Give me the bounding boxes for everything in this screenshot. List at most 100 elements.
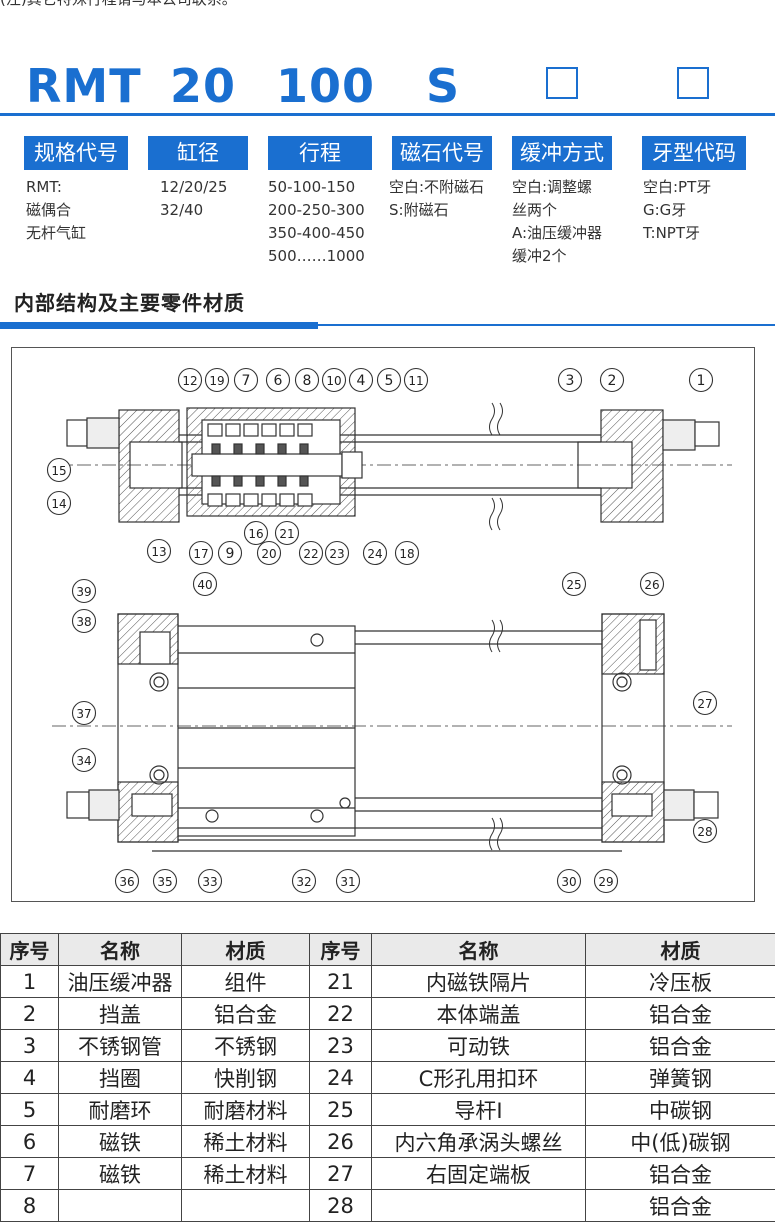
desc-thread: 空白:PT牙 G:G牙 T:NPT牙 [643, 176, 711, 245]
label-spec-code: 规格代号 [24, 136, 128, 170]
callout-1: 1 [690, 369, 713, 392]
desc-cushion: 空白:调整螺 丝两个 A:油压缓冲器 缓冲2个 [512, 176, 602, 268]
callout-number: 39 [76, 585, 91, 599]
callout-number: 7 [242, 373, 251, 389]
table-row: 5 耐磨环 耐磨材料 25 导杆I 中碳钢 [1, 1094, 775, 1126]
plan-view-bottom [52, 614, 732, 851]
callout-number: 24 [367, 547, 382, 561]
callout-number: 33 [202, 875, 217, 889]
cell: 22 [310, 998, 372, 1030]
code-cushion-box [546, 67, 578, 99]
callout-8: 8 [296, 369, 319, 392]
callout-16: 16 [245, 522, 268, 545]
cell: 24 [310, 1062, 372, 1094]
callout-number: 19 [209, 374, 224, 388]
callout-number: 4 [357, 373, 366, 389]
cell: 铝合金 [586, 1190, 775, 1222]
callout-number: 8 [303, 373, 312, 389]
code-underline [0, 113, 775, 116]
cell: 中碳钢 [586, 1094, 775, 1126]
callout-number: 2 [608, 373, 617, 389]
callout-28: 28 [694, 820, 717, 843]
callout-number: 6 [274, 373, 283, 389]
section-view-top [52, 403, 732, 530]
desc-spec-code: RMT: 磁偶合 无杆气缸 [26, 176, 86, 245]
callout-29: 29 [595, 870, 618, 893]
header-no-right: 序号 [310, 934, 372, 966]
cell: 铝合金 [182, 998, 310, 1030]
callout-32: 32 [293, 870, 316, 893]
callout-10: 10 [323, 369, 346, 392]
callout-12: 12 [179, 369, 202, 392]
code-stroke: 100 [276, 58, 375, 114]
cell: 27 [310, 1158, 372, 1190]
cell: 挡盖 [59, 998, 182, 1030]
cell: 磁铁 [59, 1158, 182, 1190]
callout-35: 35 [154, 870, 177, 893]
cell: 1 [1, 966, 59, 998]
cell: 耐磨环 [59, 1094, 182, 1126]
cell: 25 [310, 1094, 372, 1126]
callout-18: 18 [396, 542, 419, 565]
cylinder-drawing: 1219768104511321151413179162120222324183… [12, 348, 756, 903]
callout-30: 30 [558, 870, 581, 893]
callout-number: 36 [119, 875, 134, 889]
callout-6: 6 [267, 369, 290, 392]
cell: 铝合金 [586, 1030, 775, 1062]
cell: 7 [1, 1158, 59, 1190]
callout-number: 25 [566, 578, 581, 592]
table-row: 1 油压缓冲器 组件 21 内磁铁隔片 冷压板 [1, 966, 775, 998]
cell: 挡圈 [59, 1062, 182, 1094]
callout-34: 34 [73, 749, 96, 772]
header-name-left: 名称 [59, 934, 182, 966]
cell: 本体端盖 [372, 998, 586, 1030]
cell: 弹簧钢 [586, 1062, 775, 1094]
callout-number: 26 [644, 578, 659, 592]
callout-27: 27 [694, 692, 717, 715]
cell [59, 1190, 182, 1222]
cell: 中(低)碳钢 [586, 1126, 775, 1158]
section-rule-thin [318, 324, 775, 326]
callout-21: 21 [276, 522, 299, 545]
label-stroke: 行程 [268, 136, 372, 170]
callout-number: 12 [182, 374, 197, 388]
callout-5: 5 [378, 369, 401, 392]
callout-3: 3 [559, 369, 582, 392]
desc-magnet: 空白:不附磁石 S:附磁石 [389, 176, 484, 222]
callout-number: 23 [329, 547, 344, 561]
cell [182, 1190, 310, 1222]
table-row: 2 挡盖 铝合金 22 本体端盖 铝合金 [1, 998, 775, 1030]
cell: 23 [310, 1030, 372, 1062]
cell: 磁铁 [59, 1126, 182, 1158]
section-rule-thick [0, 322, 318, 329]
header-name-right: 名称 [372, 934, 586, 966]
cell: 4 [1, 1062, 59, 1094]
code-magnet: S [426, 58, 460, 114]
callout-number: 21 [279, 527, 294, 541]
callout-number: 20 [261, 547, 276, 561]
cell: 组件 [182, 966, 310, 998]
callout-25: 25 [563, 573, 586, 596]
cell: 铝合金 [586, 1158, 775, 1190]
callout-number: 1 [697, 373, 706, 389]
callout-number: 10 [326, 374, 341, 388]
callout-number: 40 [197, 578, 212, 592]
cell: C形孔用扣环 [372, 1062, 586, 1094]
callout-39: 39 [73, 580, 96, 603]
callout-number: 22 [303, 547, 318, 561]
header-material-left: 材质 [182, 934, 310, 966]
callout-number: 27 [697, 697, 712, 711]
cell: 5 [1, 1094, 59, 1126]
table-row: 8 28 铝合金 [1, 1190, 775, 1222]
cell: 不锈钢管 [59, 1030, 182, 1062]
callout-20: 20 [258, 542, 281, 565]
label-cushion: 缓冲方式 [512, 136, 612, 170]
callout-15: 15 [48, 459, 71, 482]
cell: 21 [310, 966, 372, 998]
table-row: 3 不锈钢管 不锈钢 23 可动铁 铝合金 [1, 1030, 775, 1062]
cell: 铝合金 [586, 998, 775, 1030]
cell: 内磁铁隔片 [372, 966, 586, 998]
code-spec: RMT [26, 58, 142, 114]
header-material-right: 材质 [586, 934, 775, 966]
